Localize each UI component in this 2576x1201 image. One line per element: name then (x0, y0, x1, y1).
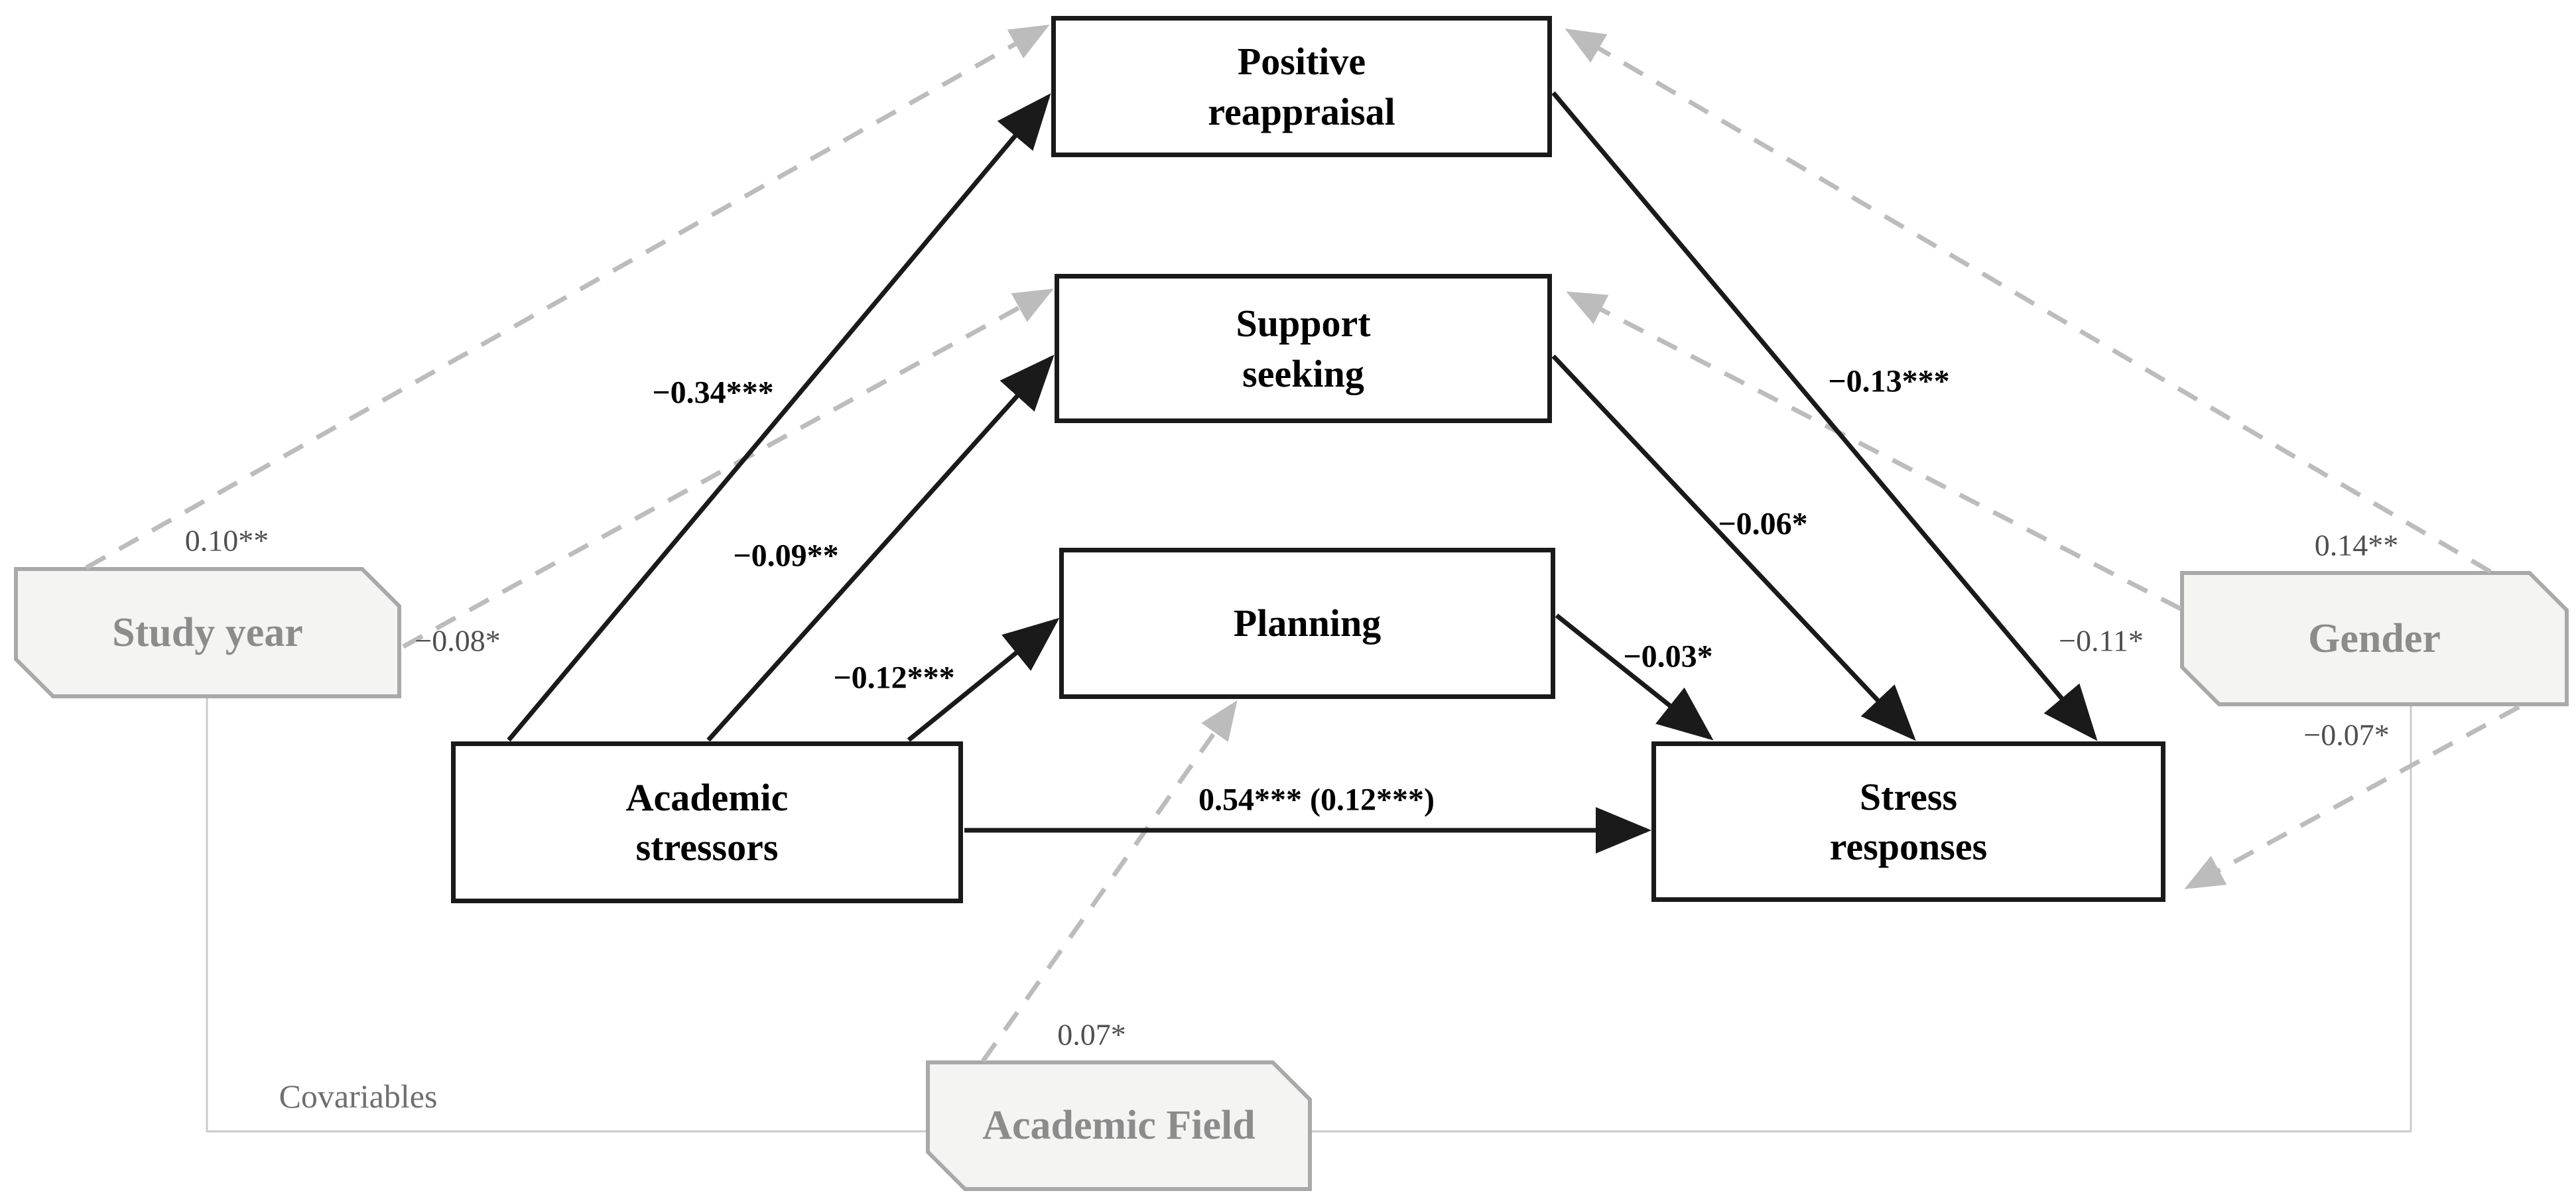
coef-gender-to-support-seeking: −0.11* (2059, 623, 2144, 658)
academic-field-box-shape (926, 1060, 1312, 1191)
node-stress-responses: Stress responses (1651, 741, 2165, 902)
arrow-positive-reappraisal-to-stress-responses (1551, 91, 2098, 741)
arrow-support-seeking-to-stress-responses (1551, 354, 1916, 741)
coef-support-seeking-to-stress-responses: −0.06* (1718, 506, 1808, 542)
coef-gender-to-stress-responses: −0.07* (2303, 718, 2390, 752)
coef-study-year-to-positive-reappraisal: 0.10** (184, 523, 269, 558)
coef-stressors-to-positive-reappraisal: −0.34*** (652, 375, 774, 411)
node-support-seeking: Support seeking (1055, 274, 1552, 423)
arrow-gender-to-support-seeking (1566, 291, 2182, 611)
coef-planning-to-stress-responses: −0.03* (1623, 639, 1713, 674)
covariables-section-label: Covariables (279, 1078, 438, 1115)
arrow-stressors-to-planning (907, 617, 1060, 742)
coef-positive-reappraisal-to-stress-responses: −0.13*** (1828, 363, 1950, 399)
coef-stressors-to-support-seeking: −0.09** (733, 538, 839, 574)
coef-academic-field-to-planning: 0.07* (1057, 1017, 1126, 1052)
node-positive-reappraisal: Positive reappraisal (1051, 16, 1552, 157)
coef-gender-to-positive-reappraisal: 0.14** (2314, 528, 2399, 562)
arrow-stressors-to-positive-reappraisal (507, 93, 1051, 742)
coef-stressors-to-stress-responses: 0.54*** (0.12***) (1198, 782, 1435, 818)
arrow-academic-field-to-planning (981, 700, 1238, 1063)
coef-stressors-to-planning: −0.12*** (833, 660, 955, 696)
node-academic-stressors: Academic stressors (451, 741, 963, 903)
node-planning: Planning (1059, 548, 1555, 699)
coef-study-year-to-support-seeking: −0.08* (415, 623, 501, 658)
gender-box-shape (2180, 571, 2569, 706)
study-year-box-shape (14, 567, 401, 698)
arrow-planning-to-stress-responses (1555, 613, 1714, 741)
arrow-stressors-to-support-seeking (706, 354, 1055, 742)
arrow-gender-to-positive-reappraisal (1565, 28, 2492, 574)
arrow-study-year-to-support-seeking (402, 288, 1054, 649)
arrow-study-year-to-positive-reappraisal (85, 25, 1050, 570)
arrow-gender-to-stress-responses (2184, 704, 2520, 889)
